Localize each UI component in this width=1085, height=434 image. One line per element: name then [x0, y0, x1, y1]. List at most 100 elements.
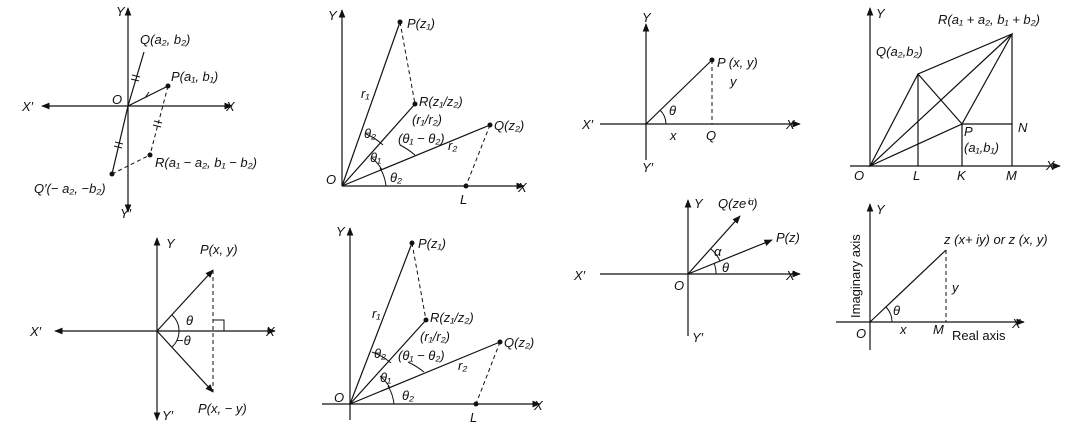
line-pr [399, 21, 416, 105]
origin-label: O [326, 172, 336, 187]
point-l [473, 401, 479, 407]
point-q [487, 122, 493, 128]
x-label: X [265, 324, 276, 339]
p-label: P [964, 124, 973, 139]
neg-theta-label: −θ [176, 333, 191, 348]
q-label: Q(a₂,b₂) [876, 44, 923, 59]
arc-theta2-upper [371, 351, 392, 364]
point-l [463, 183, 469, 189]
theta-label: θ [186, 313, 193, 328]
line-ql [475, 341, 501, 405]
theta1-label: θ₁ [380, 370, 391, 385]
imaginary-axis-label: Imaginary axis [848, 234, 863, 318]
theta2-upper-label: θ₂ [364, 126, 376, 141]
p-conj-label: P(x, − y) [198, 401, 247, 416]
x-label: X [1011, 316, 1022, 331]
arc-theta [713, 262, 717, 275]
line-op [349, 242, 413, 405]
y-label: Y [876, 202, 886, 217]
l-label: L [913, 168, 920, 183]
x-label: X [785, 117, 796, 132]
y-neg-label: Y′ [162, 408, 174, 423]
y-label: Y [336, 224, 346, 239]
l-label: L [460, 192, 467, 207]
origin-label: O [334, 390, 344, 405]
x-label: X [533, 398, 544, 413]
m-label: M [1006, 168, 1017, 183]
diagonal-qp [917, 73, 963, 125]
p-label: P(z) [776, 230, 800, 245]
figure-division-top: Y X O P(z₁) R(z₁/z₂) Q(z₂) (r₁/r₂) (θ₁ −… [326, 8, 528, 207]
point-q [497, 339, 503, 345]
point-p [709, 57, 715, 63]
r-label: R(a₁ + a₂, b₁ + b₂) [938, 12, 1040, 27]
alpha-label: α [714, 244, 722, 259]
x-neg-label: X′ [21, 99, 34, 114]
z-label: z (x+ iy) or z (x, y) [943, 232, 1048, 247]
line-pr [149, 85, 169, 156]
point-q-prime [109, 171, 115, 177]
r1-label: r₁ [372, 306, 380, 321]
line-ql [465, 124, 491, 187]
line-op [341, 21, 401, 187]
q-label: Q(zeⁱᵅ) [718, 196, 757, 211]
theta-label: θ [722, 260, 729, 275]
origin-label: O [674, 278, 684, 293]
arc-theta2-outer [387, 385, 395, 405]
y-neg-label: Y′ [692, 330, 704, 345]
line-oq [127, 51, 145, 107]
x-value-label: x [899, 322, 907, 337]
r2-label: r₂ [458, 358, 467, 373]
x-label: X [517, 180, 528, 195]
figure-parallelogram-sum: Y X O R(a₁ + a₂, b₁ + b₂) Q(a₂,b₂) P (a₁… [850, 6, 1061, 183]
line-oq-prime [111, 105, 129, 175]
arc-neg-theta [171, 330, 180, 348]
r-label: R(z₁/z₂) [430, 310, 474, 325]
line-pr [411, 242, 427, 321]
line-op [645, 59, 713, 125]
p-coords-label: (a₁,b₁) [964, 140, 999, 155]
y-label: Y [694, 196, 704, 211]
q-label: Q [706, 128, 716, 143]
line-or [349, 319, 427, 405]
r2-label: r₂ [448, 138, 457, 153]
point-p [165, 83, 171, 89]
line-oq [349, 341, 501, 405]
x-neg-label: X′ [29, 324, 42, 339]
line-oq [341, 124, 491, 187]
arc-theta [659, 109, 667, 125]
y-label: Y [166, 236, 176, 251]
real-axis-label: Real axis [952, 328, 1006, 343]
p-label: P(z₁) [418, 236, 446, 251]
r-label: R(a₁ − a₂, b₁ − b₂) [155, 155, 257, 170]
diff-label: (θ₁ − θ₂) [398, 131, 445, 146]
line-oq [687, 215, 741, 275]
y-label: Y [328, 8, 338, 23]
x-label: X [225, 99, 236, 114]
figure-vector-difference: Y X X′ Y′ O Q(a₂, b₂) P(a₁, b₁) R(a₁ − a… [21, 4, 257, 221]
line-op-prime [156, 330, 214, 393]
y-label: Y [116, 4, 126, 19]
r1-label: r₁ [361, 86, 369, 101]
p-label: P(x, y) [200, 242, 238, 257]
p-label: P(a₁, b₁) [171, 69, 218, 84]
theta1-label: θ₁ [370, 150, 381, 165]
x-neg-label: X′ [573, 268, 586, 283]
line-op [156, 269, 214, 332]
arc-theta [885, 306, 893, 323]
l-label: L [470, 410, 477, 425]
x-neg-label: X′ [581, 117, 594, 132]
origin-label: O [856, 326, 866, 341]
q-label: Q(z₂) [504, 335, 534, 350]
x-label: X [785, 268, 796, 283]
right-angle-mark [213, 319, 225, 331]
arc-theta1 [371, 157, 383, 171]
k-label: K [957, 168, 967, 183]
figure-point-xy: Y X X′ Y′ P (x, y) y x Q θ [581, 10, 801, 175]
line-op [687, 239, 773, 275]
point-r [423, 317, 429, 323]
y-neg-label: Y′ [642, 160, 654, 175]
arc-diff [399, 144, 416, 156]
x-value-label: x [669, 128, 677, 143]
